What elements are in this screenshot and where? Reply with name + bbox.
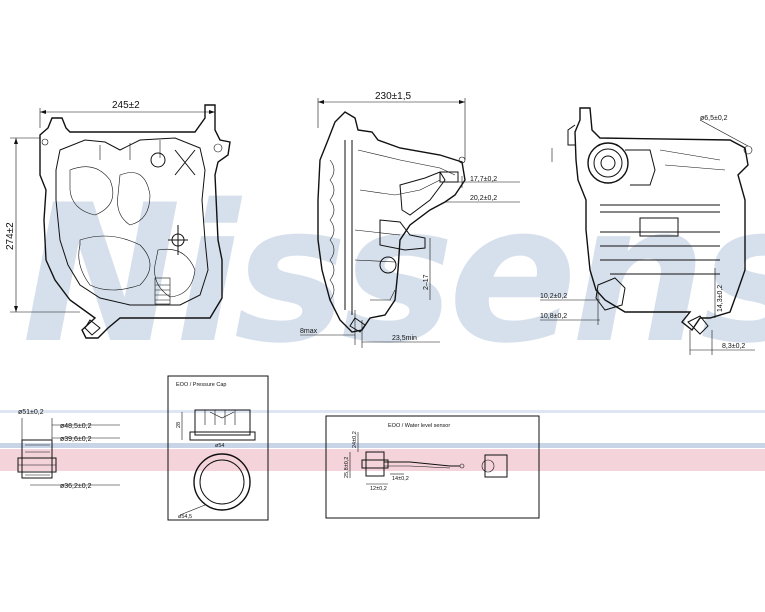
front-height-dimension: 274±2 xyxy=(5,137,80,313)
rear-d1-label: ø6,5±0,2 xyxy=(700,115,728,122)
pressure-cap-title: EOO / Pressure Cap xyxy=(176,382,226,388)
side-d2-label: 20,2±0,2 xyxy=(470,195,497,202)
side-d1-label: 17,7±0,2 xyxy=(470,176,497,183)
blue-stripe xyxy=(0,443,765,448)
level-sensor-panel: EOO / Water level sensor 24±0,2 25,8±0,2… xyxy=(325,415,540,519)
side-dimensions: 230±1,5 17,7±0,2 20,2±0,2 2–17 8max 23,5… xyxy=(300,91,520,348)
pressure-cap-panel: EOO / Pressure Cap 28 ø54 ø54,5 xyxy=(167,375,269,521)
pressure-cap-height-label: 28 xyxy=(176,422,182,428)
rear-view xyxy=(551,107,753,335)
blue-stripe-2 xyxy=(0,410,765,413)
level-sensor-d1-label: 24±0,2 xyxy=(352,431,358,448)
rear-dimensions: ø6,5±0,2 14,3±0,2 10,2±0,2 10,8±0,2 8,3±… xyxy=(540,115,755,355)
pressure-cap-width-label: ø54 xyxy=(215,443,224,449)
pressure-cap-diameter-label: ø54,5 xyxy=(178,514,192,520)
level-sensor-d2-label: 25,8±0,2 xyxy=(344,457,350,478)
side-width-label: 230±1,5 xyxy=(375,91,412,102)
fitting-detail: ø51±0,2 ø48,5±0,2 ø39,6±0,2 ø36,2±0,2 xyxy=(17,409,120,490)
front-view xyxy=(39,104,231,339)
fitting-d2-label: ø48,5±0,2 xyxy=(60,423,92,430)
fitting-d3-label: ø39,6±0,2 xyxy=(60,436,92,443)
side-d4-label: 8max xyxy=(300,328,318,335)
side-view xyxy=(317,111,466,333)
fitting-d1-label: ø51±0,2 xyxy=(18,409,44,416)
level-sensor-title: EOO / Water level sensor xyxy=(388,423,450,429)
rear-d5-label: 8,3±0,2 xyxy=(722,343,745,350)
front-width-dimension: 245±2 xyxy=(39,100,216,128)
level-sensor-d4-label: 12±0,2 xyxy=(370,486,387,492)
rear-d3-label: 10,2±0,2 xyxy=(540,293,567,300)
front-height-label: 274±2 xyxy=(5,222,16,250)
side-d3-label: 2–17 xyxy=(423,274,430,290)
level-sensor-d3-label: 14±0,2 xyxy=(392,476,409,482)
rear-d2-label: 14,3±0,2 xyxy=(717,285,724,312)
side-d5-label: 23,5min xyxy=(392,335,417,342)
fitting-d4-label: ø36,2±0,2 xyxy=(60,483,92,490)
front-width-label: 245±2 xyxy=(112,100,140,111)
rear-d4-label: 10,8±0,2 xyxy=(540,313,567,320)
